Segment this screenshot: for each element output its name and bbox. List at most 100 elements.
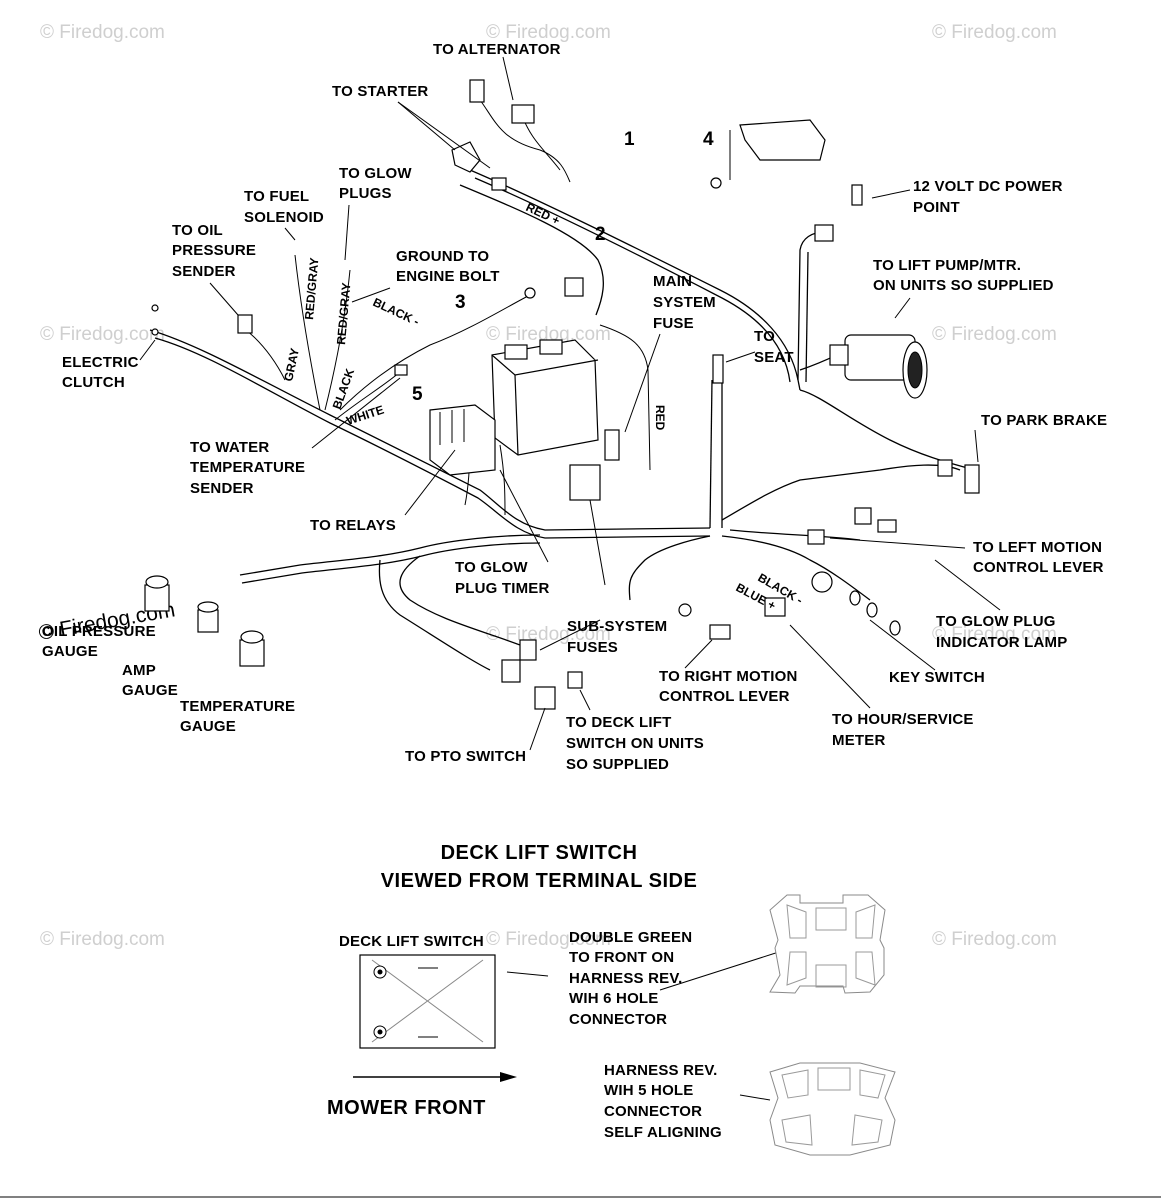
connector-5-hole xyxy=(769,1062,896,1156)
label-amp-gauge: AMP xyxy=(122,662,156,679)
deck-lift-connector xyxy=(567,671,583,689)
label-main-system-fuse: FUSE xyxy=(653,315,694,332)
label-glow-plug-lamp: TO GLOW PLUG xyxy=(936,613,1056,630)
key-switch xyxy=(811,571,901,636)
label-to-alternator: TO ALTERNATOR xyxy=(433,41,561,58)
temperature-gauge xyxy=(239,630,265,667)
relay-block xyxy=(429,404,496,476)
label-to-starter: TO STARTER xyxy=(332,83,428,100)
callout-4: 4 xyxy=(703,129,714,150)
watermark: © Firedog.com xyxy=(932,324,1057,345)
label-electric-clutch: ELECTRIC xyxy=(62,354,139,371)
label-left-motion-lever: CONTROL LEVER xyxy=(973,559,1104,576)
inset-note-5-hole: SELF ALIGNING xyxy=(604,1124,722,1141)
connector-6-hole xyxy=(769,894,886,994)
harness-wires xyxy=(149,99,976,671)
label-mower-front: MOWER FRONT xyxy=(327,1097,486,1119)
inset-note-6-hole: TO FRONT ON xyxy=(569,949,674,966)
sub-system-fuse-block xyxy=(569,464,601,501)
label-to-fuel-solenoid: SOLENOID xyxy=(244,209,324,226)
wire-red-gray: RED/GRAY xyxy=(334,282,353,345)
label-power-point: POINT xyxy=(913,199,960,216)
wire-white: WHITE xyxy=(345,403,386,428)
label-to-park-brake: TO PARK BRAKE xyxy=(981,412,1107,429)
label-key-switch: KEY SWITCH xyxy=(889,669,985,686)
right-motion-terminal xyxy=(678,603,692,617)
inset-subtitle: VIEWED FROM TERMINAL SIDE xyxy=(381,870,698,892)
leader-lines xyxy=(139,56,1001,751)
component-labels: TO ALTERNATOR TO STARTER TO GLOW PLUGS T… xyxy=(42,41,1107,773)
label-to-relays: TO RELAYS xyxy=(310,517,396,534)
starter-plug xyxy=(491,177,507,191)
label-glow-plug-timer: TO GLOW xyxy=(455,559,528,576)
hour-meter-connector xyxy=(764,597,786,617)
wire-color-labels: RED + RED/GRAY RED/GRAY GRAY BLACK - BLA… xyxy=(281,200,805,613)
label-electric-clutch: CLUTCH xyxy=(62,374,125,391)
ground-stud xyxy=(710,177,722,189)
callout-5: 5 xyxy=(412,384,423,405)
label-sub-system-fuses: SUB-SYSTEM xyxy=(567,618,667,635)
label-left-motion-lever: TO LEFT MOTION xyxy=(973,539,1102,556)
label-glow-plug-timer: PLUG TIMER xyxy=(455,580,550,597)
left-motion-connector xyxy=(854,507,872,525)
label-temperature-gauge: TEMPERATURE xyxy=(180,698,295,715)
wire-black-minus: BLACK - xyxy=(371,295,422,329)
wire-red-plus: RED + xyxy=(524,200,562,228)
amp-gauge xyxy=(197,601,219,633)
left-motion-switch xyxy=(877,519,897,533)
label-lift-pump: ON UNITS SO SUPPLIED xyxy=(873,277,1054,294)
mower-front-arrow xyxy=(353,1072,517,1082)
ground-eyelet xyxy=(524,287,536,299)
label-to-glow-plugs: PLUGS xyxy=(339,185,392,202)
clutch-terminal xyxy=(151,328,159,336)
park-brake-switch xyxy=(964,464,980,494)
label-deck-lift-switch: SWITCH ON UNITS xyxy=(566,735,704,752)
deck-lift-inset: DECK LIFT SWITCH VIEWED FROM TERMINAL SI… xyxy=(327,842,896,1156)
glow-lamp-connector xyxy=(807,529,825,545)
label-to-oil-pressure-sender: PRESSURE xyxy=(172,242,256,259)
inset-note-6-hole: DOUBLE GREEN xyxy=(569,929,692,946)
components xyxy=(144,79,980,710)
watermark: © Firedog.com xyxy=(40,929,165,950)
inset-title: DECK LIFT SWITCH xyxy=(441,842,638,864)
battery xyxy=(491,339,599,456)
label-to-oil-pressure-sender: TO OIL xyxy=(172,222,223,239)
label-hour-meter: METER xyxy=(832,732,886,749)
fuse-holder xyxy=(564,277,584,297)
watermark: © Firedog.com xyxy=(486,324,611,345)
label-water-temp-sender: TEMPERATURE xyxy=(190,459,305,476)
watermark: © Firedog.com xyxy=(932,929,1057,950)
label-water-temp-sender: TO WATER xyxy=(190,439,269,456)
inset-note-6-hole: WIH 6 HOLE xyxy=(569,990,659,1007)
oil-pressure-gauge xyxy=(144,575,170,612)
power-point-connector xyxy=(814,224,834,242)
main-system-fuse xyxy=(604,429,620,461)
inset-note-5-hole: CONNECTOR xyxy=(604,1103,702,1120)
inset-switch-label: DECK LIFT SWITCH xyxy=(339,933,484,950)
label-oil-pressure-gauge: OIL PRESSURE xyxy=(42,623,156,640)
wire-gray: GRAY xyxy=(281,347,302,383)
watermark: © Firedog.com xyxy=(40,324,165,345)
lift-pump-motor xyxy=(829,334,928,399)
deck-lift-switch-body xyxy=(359,954,496,1049)
label-to-fuel-solenoid: TO FUEL xyxy=(244,188,309,205)
label-ground-engine-bolt: GROUND TO xyxy=(396,248,489,265)
pto-switch xyxy=(534,686,556,710)
callout-3: 3 xyxy=(455,292,466,313)
watermarks: © Firedog.com © Firedog.com © Firedog.co… xyxy=(37,22,1057,950)
oil-pressure-sender xyxy=(237,314,253,334)
inset-note-5-hole: WIH 5 HOLE xyxy=(604,1082,694,1099)
inset-note-6-hole: CONNECTOR xyxy=(569,1011,667,1028)
label-sub-system-fuses: FUSES xyxy=(567,639,618,656)
right-motion-connector xyxy=(709,624,731,640)
label-to-glow-plugs: TO GLOW xyxy=(339,165,412,182)
label-temperature-gauge: GAUGE xyxy=(180,718,236,735)
label-power-point: 12 VOLT DC POWER xyxy=(913,178,1063,195)
mounting-bracket xyxy=(739,119,826,161)
label-main-system-fuse: MAIN xyxy=(653,273,692,290)
watermark: © Firedog.com xyxy=(932,624,1057,645)
callout-numbers: 1 2 3 4 5 xyxy=(412,129,714,405)
label-main-system-fuse: SYSTEM xyxy=(653,294,716,311)
